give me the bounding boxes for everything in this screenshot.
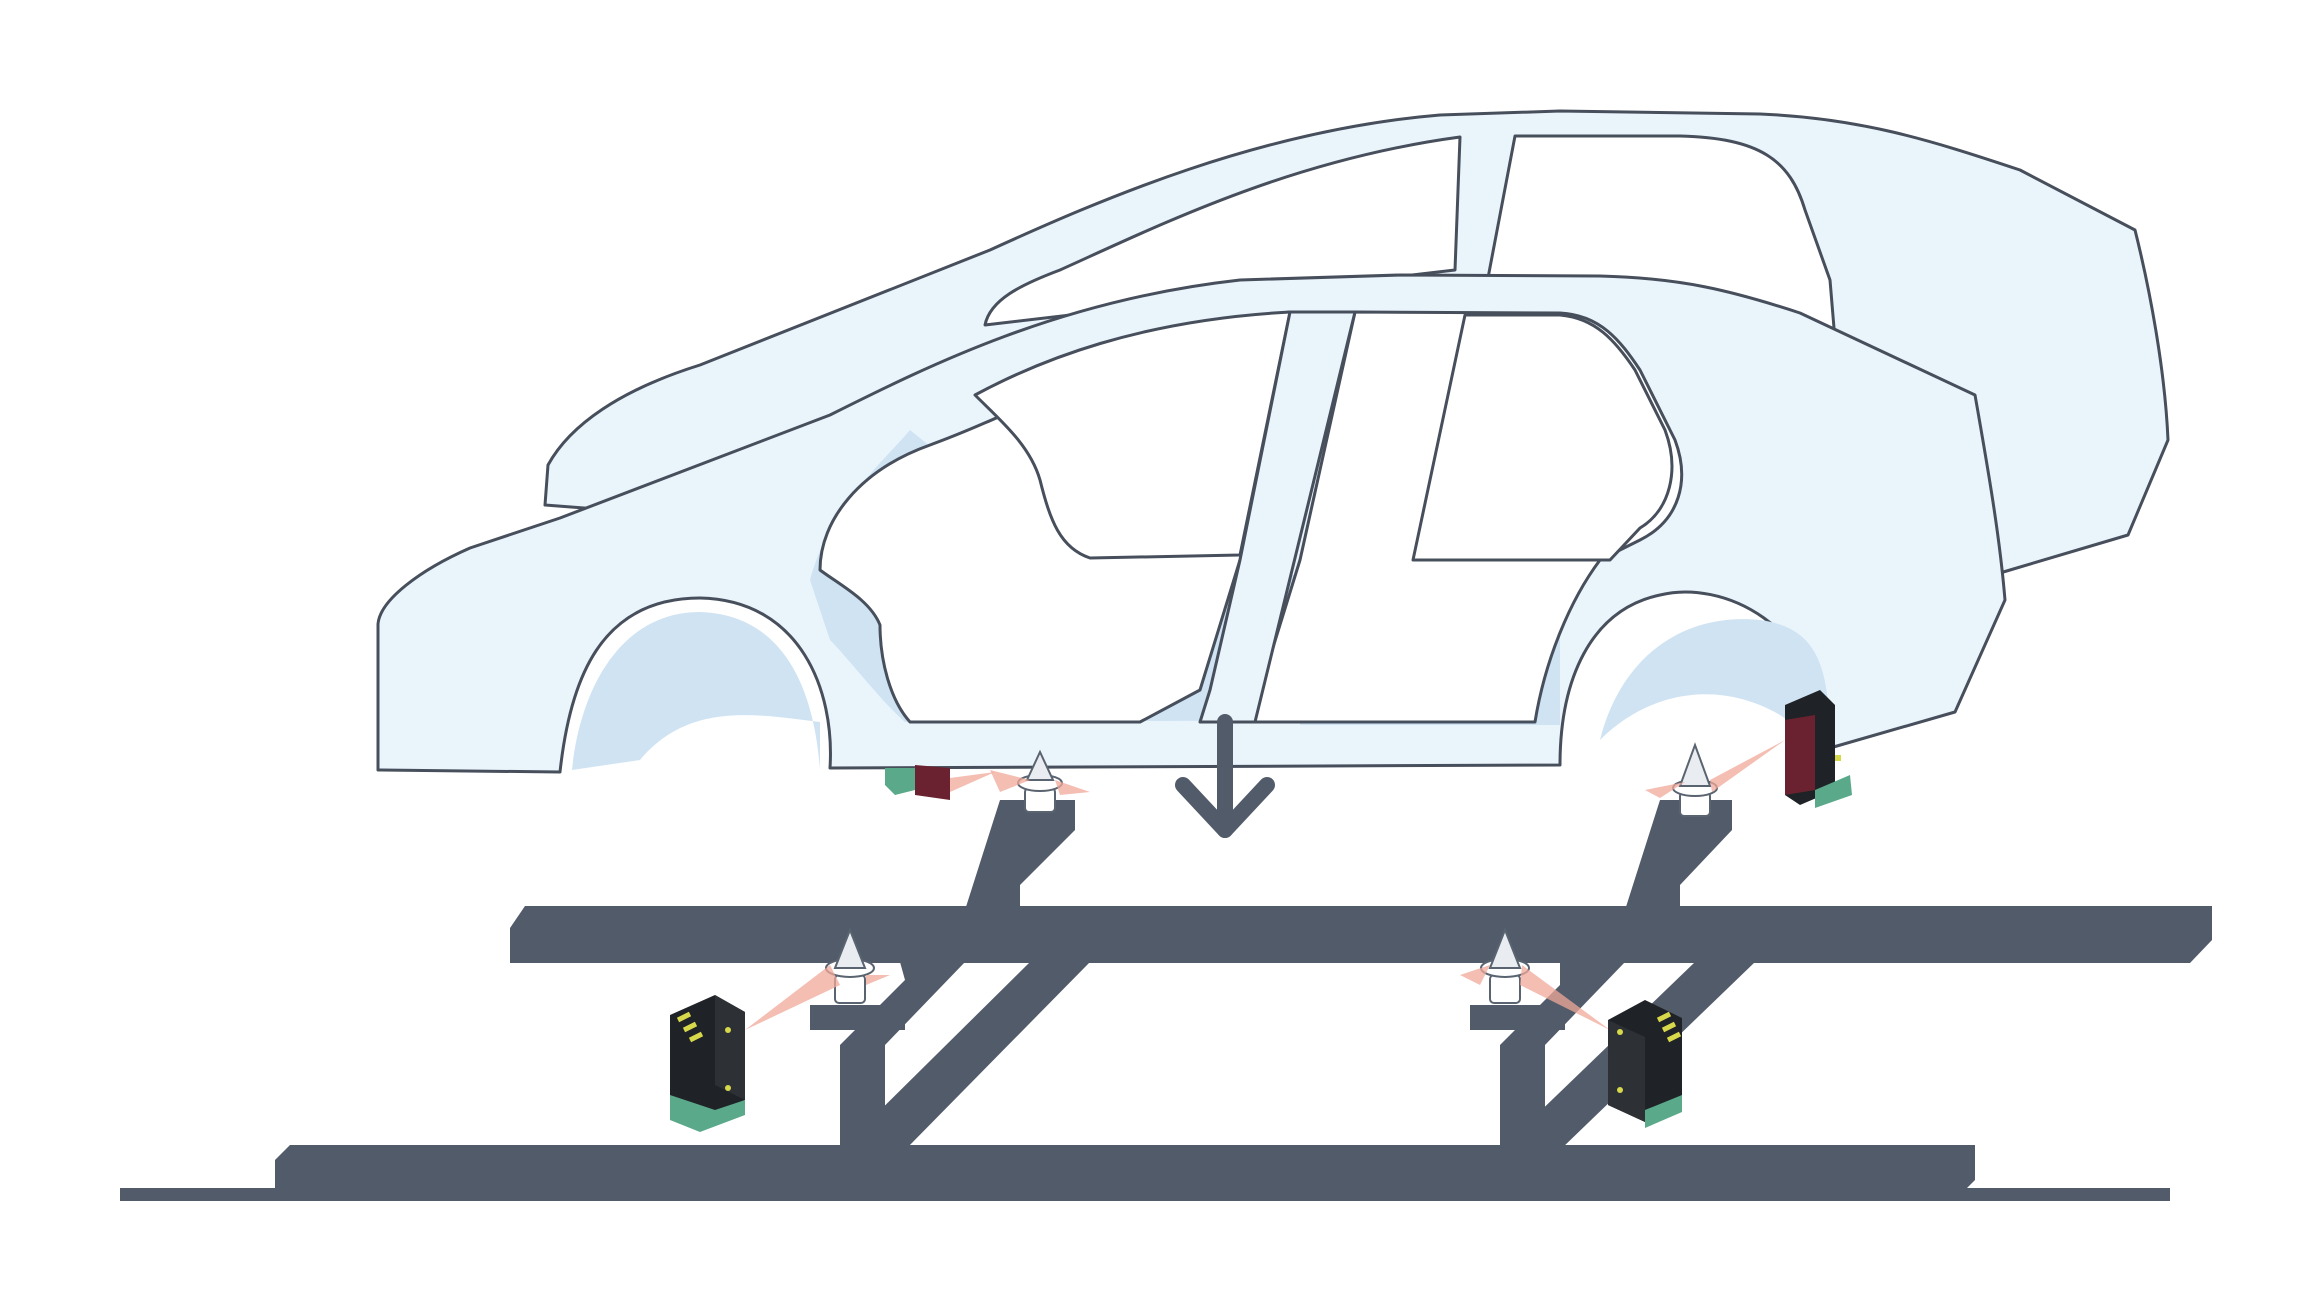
lower-rail (275, 1145, 1975, 1195)
laser-sensor-icon (1608, 1000, 1682, 1128)
car-body-front (376, 273, 2007, 774)
laser-sensor-icon (670, 995, 745, 1132)
upper-rail (510, 906, 2212, 963)
locating-pin-rear-right (1460, 927, 1610, 1030)
locating-pin-rear-left (745, 927, 890, 1030)
locating-pin-front-right (1645, 740, 1785, 817)
down-arrow-icon (1175, 714, 1275, 838)
laser-sensor-icon (885, 765, 995, 800)
fixture-frame (120, 800, 2212, 1201)
laser-sensor-icon (1785, 690, 1852, 808)
locating-pin-front-left (990, 749, 1090, 813)
